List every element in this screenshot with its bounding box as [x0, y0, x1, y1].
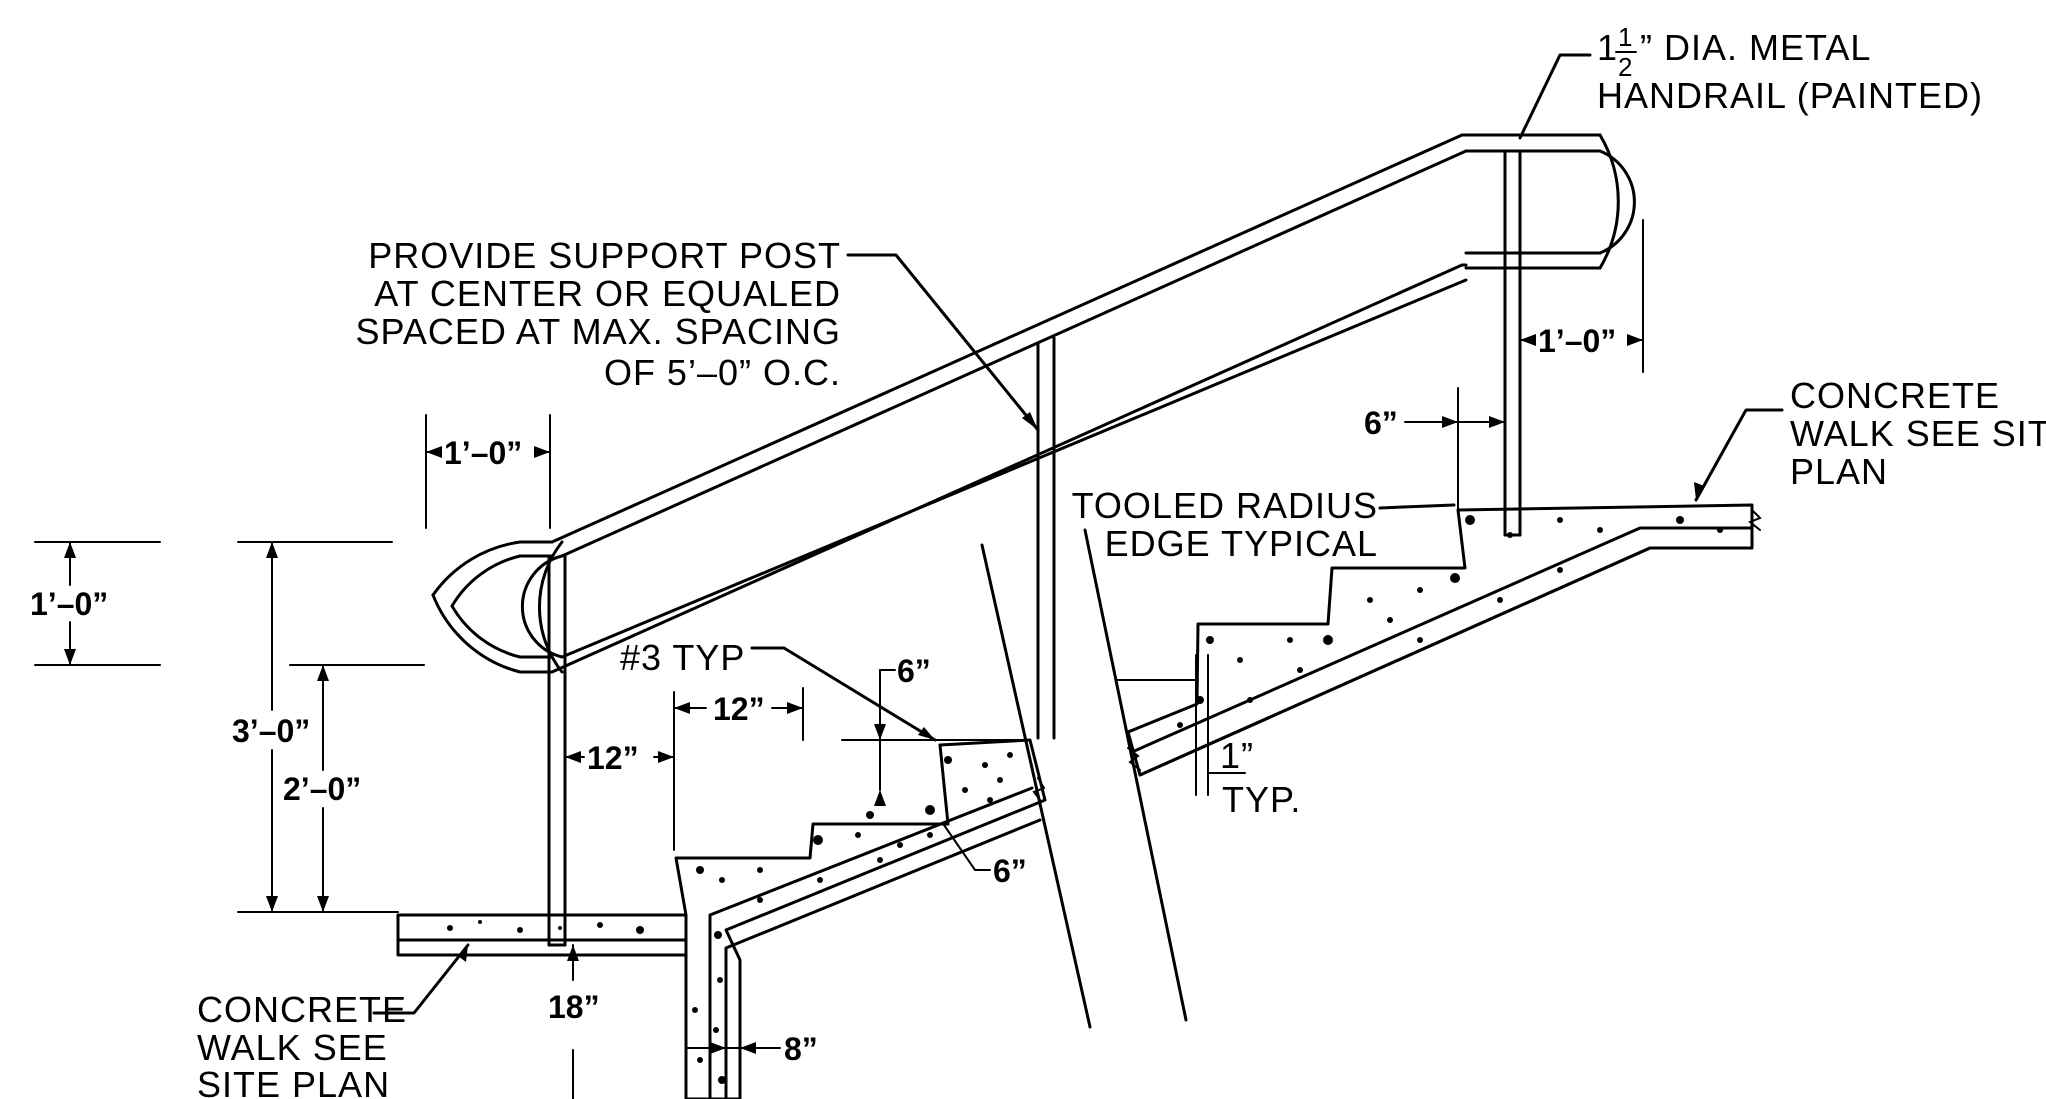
handrail-dia-denominator: 2: [1618, 52, 1633, 82]
leader-lines: [372, 53, 1784, 1015]
concrete-walk-left-line2: WALK SEE: [197, 1027, 388, 1068]
typ-label: TYP.: [1222, 779, 1301, 820]
tooled-radius-line1: TOOLED RADIUS: [1072, 485, 1378, 526]
handrail-dia-numerator: 1: [1618, 22, 1633, 52]
lower-concrete-stair: [396, 738, 1047, 1099]
dimension-labels: 1’–0” 3’–0” 2’–0” 1’–0” 1’–0” 12” 12” 6”…: [30, 323, 1616, 1067]
handrail-note-line2: HANDRAIL (PAINTED): [1597, 75, 1983, 116]
dim-rail-loop-height: 1’–0”: [30, 586, 108, 622]
support-post-line1: PROVIDE SUPPORT POST: [368, 235, 841, 276]
handrail-dia-whole: 1: [1597, 27, 1618, 68]
dimension-lines: [34, 219, 1644, 1099]
concrete-walk-left-line3: SITE PLAN: [197, 1064, 390, 1099]
upper-concrete-stair: [1126, 503, 1762, 777]
rebar-typ-note: #3 TYP: [620, 637, 745, 678]
handrail-note: 1 1 2 ” DIA. METAL HANDRAIL (PAINTED): [1597, 22, 1983, 116]
dim-rail-height: 3’–0”: [232, 713, 310, 749]
support-post-line4: OF 5’–0” O.C.: [604, 352, 841, 393]
lower-stair-speckle: [447, 752, 1013, 1084]
metal-handrail: [431, 133, 1636, 947]
concrete-walk-right-note: CONCRETE WALK SEE SITE PLAN: [1790, 375, 2046, 492]
support-post-line2: AT CENTER OR EQUALED: [374, 273, 841, 314]
support-post-line3: SPACED AT MAX. SPACING: [356, 311, 841, 352]
dim-footing-depth: 18”: [548, 989, 600, 1025]
dim-tread: 12”: [713, 691, 765, 727]
dim-wall-thickness: 8”: [784, 1031, 818, 1067]
concrete-walk-left-note: CONCRETE WALK SEE SITE PLAN: [197, 989, 407, 1099]
drawing-break-lines: [980, 528, 1188, 1029]
dim-rail-extension-top: 1’–0”: [1538, 323, 1616, 359]
dim-riser: 6”: [897, 653, 931, 689]
left-walk-slab: [396, 913, 688, 957]
dim-slab-thickness: 6”: [993, 853, 1027, 889]
concrete-walk-right-line3: PLAN: [1790, 451, 1888, 492]
concrete-walk-right-line1: CONCRETE: [1790, 375, 2000, 416]
handrail-note-line1: ” DIA. METAL: [1640, 27, 1871, 68]
dim-post-offset: 12”: [587, 740, 639, 776]
dim-mid-rail-height: 2’–0”: [283, 771, 361, 807]
one-inch-label: 1”: [1220, 735, 1254, 776]
support-post-note: PROVIDE SUPPORT POST AT CENTER OR EQUALE…: [356, 235, 841, 393]
lower-stair-body: [674, 738, 1047, 1099]
upper-stair-speckle: [1177, 515, 1723, 728]
dim-post-setback-top: 6”: [1364, 405, 1398, 441]
tooled-radius-line2: EDGE TYPICAL: [1105, 523, 1378, 564]
concrete-walk-left-line1: CONCRETE: [197, 989, 407, 1030]
tooled-radius-note: TOOLED RADIUS EDGE TYPICAL: [1072, 485, 1378, 564]
dim-rail-extension-bottom: 1’–0”: [444, 435, 522, 471]
concrete-walk-right-line2: WALK SEE SITE: [1790, 413, 2046, 454]
